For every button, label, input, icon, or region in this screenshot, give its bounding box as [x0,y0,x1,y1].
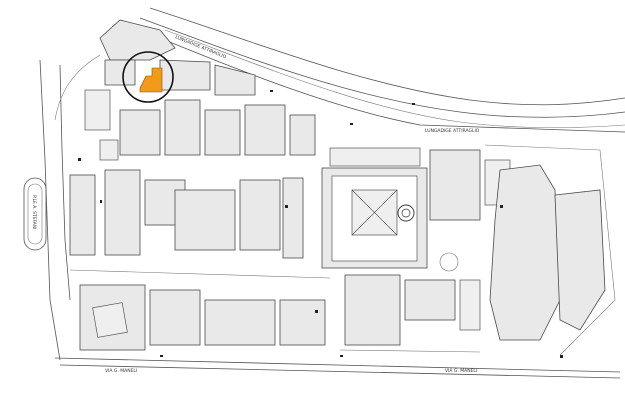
west-roads [23,54,101,361]
east-buildings [429,144,616,356]
central-main-building [321,147,428,269]
street-label-piazzale: P.LE A. STEFANI [31,195,37,229]
south-road [54,349,621,379]
street-label-lungadige-right: LUNGADIGE ATTIRAGLIO [425,128,480,134]
compass-courtyard-icon [397,204,415,222]
street-label-via-sud-right: VIA G. MANELI [445,368,477,374]
nw-buildings [84,19,256,131]
highlighted-building[interactable] [122,51,174,103]
south-central-buildings [344,274,481,346]
north-row-buildings [99,99,316,161]
central-west-buildings [69,169,304,259]
street-label-via-sud-left: VIA G. MANELI [105,368,137,374]
highlight-building-shape [139,67,163,93]
river-banks [139,7,625,133]
entrance-markers [78,90,563,358]
highlight-circle-icon [122,51,174,103]
southwest-buildings [69,269,331,351]
